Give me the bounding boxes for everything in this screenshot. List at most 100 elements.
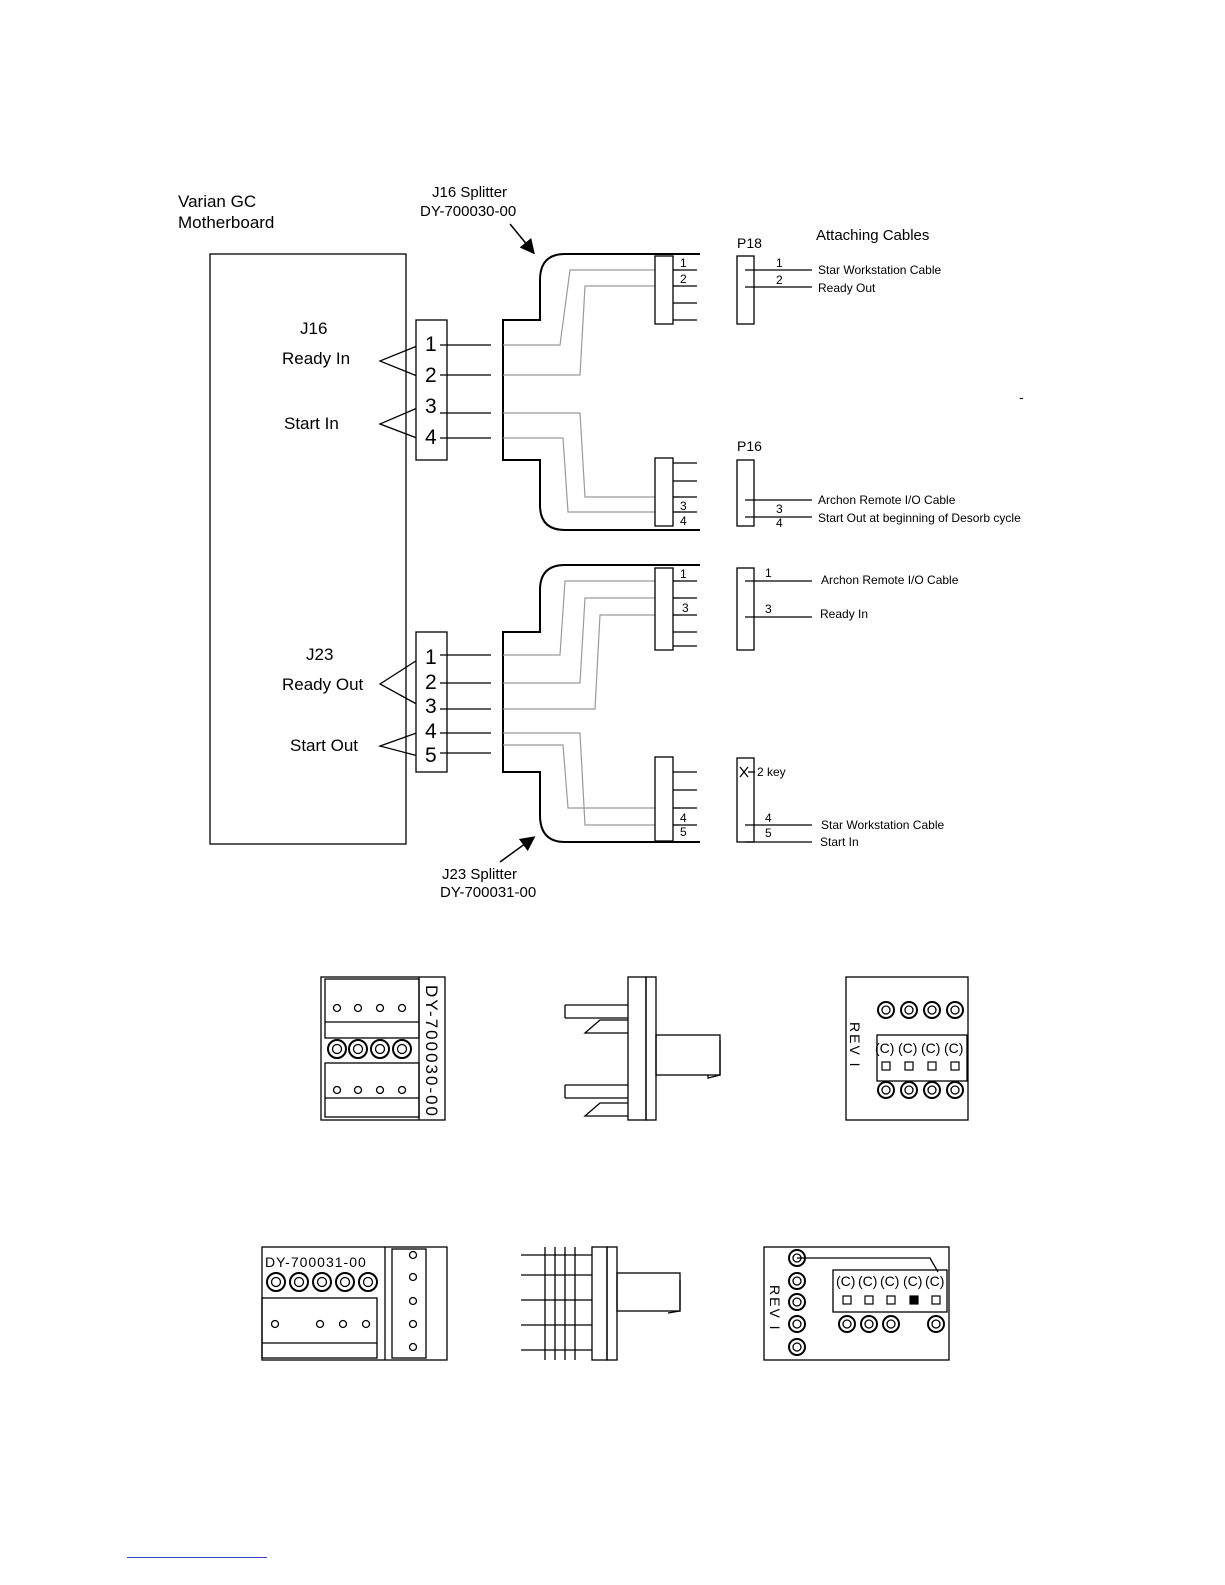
pad-hole bbox=[362, 1276, 374, 1288]
motherboard bbox=[209, 253, 407, 845]
pin-hole bbox=[397, 1003, 407, 1013]
square-pad bbox=[842, 1295, 852, 1305]
stray-dash: - bbox=[1019, 389, 1024, 405]
j16-label: J16 bbox=[300, 319, 327, 338]
splitter-pin-label: 1 bbox=[680, 256, 687, 270]
start-in-pointer bbox=[378, 405, 423, 441]
j23-splitter-body bbox=[502, 564, 700, 843]
pad-ring bbox=[900, 1081, 918, 1099]
c-mark: (C) bbox=[903, 1273, 922, 1289]
splitter-pin-label: 3 bbox=[680, 499, 687, 513]
cable-pin-label: 3 bbox=[765, 602, 772, 616]
pad-hole bbox=[352, 1043, 364, 1055]
p18-connector bbox=[736, 255, 755, 325]
c-mark: (C) bbox=[925, 1273, 944, 1289]
pad-hole bbox=[886, 1319, 896, 1329]
j16-board-top-view bbox=[320, 976, 446, 1121]
p16-label: P16 bbox=[737, 438, 762, 454]
pad-ring bbox=[788, 1249, 806, 1267]
pad-hole bbox=[792, 1342, 802, 1352]
pin-hole bbox=[270, 1319, 280, 1329]
square-pad bbox=[909, 1295, 919, 1305]
pad-ring bbox=[358, 1272, 378, 1292]
j16-splitter-label-line2: DY-700030-00 bbox=[420, 203, 516, 220]
footer-link-underline bbox=[127, 1557, 267, 1559]
pad-hole bbox=[331, 1043, 343, 1055]
j16-pin: 1 bbox=[425, 333, 437, 356]
pad-ring bbox=[882, 1315, 900, 1333]
cable-pin-label: 3 bbox=[776, 502, 783, 516]
pad-ring bbox=[266, 1272, 286, 1292]
pad-ring bbox=[289, 1272, 309, 1292]
j16-splitter-label-line1: J16 Splitter bbox=[432, 184, 507, 201]
pad-ring bbox=[860, 1315, 878, 1333]
cable-pin-label: 5 bbox=[765, 826, 772, 840]
p16-cable-name: Archon Remote I/O Cable bbox=[818, 493, 956, 507]
j16-board-bottom-holes: (C)(C)(C)(C) bbox=[875, 1001, 964, 1099]
j23-splitter-arrow bbox=[499, 836, 536, 863]
pad-hole bbox=[950, 1085, 960, 1095]
j16-board-bottom-view bbox=[845, 976, 969, 1121]
splitter-pin-label: 4 bbox=[680, 811, 687, 825]
pad-hole bbox=[950, 1005, 960, 1015]
pad-ring bbox=[877, 1001, 895, 1019]
pad-hole bbox=[792, 1253, 802, 1263]
pin-hole bbox=[375, 1003, 385, 1013]
j23-wire bbox=[503, 614, 680, 710]
ready-in-pointer bbox=[378, 343, 423, 379]
c-mark: (C) bbox=[921, 1040, 940, 1056]
j16-pin: 2 bbox=[425, 364, 437, 387]
pad-ring bbox=[788, 1272, 806, 1290]
j23-splitter-header-top bbox=[654, 567, 674, 651]
pad-ring bbox=[838, 1315, 856, 1333]
pin-hole bbox=[353, 1003, 363, 1013]
pad-hole bbox=[904, 1005, 914, 1015]
start-in-label: Start In bbox=[284, 414, 339, 433]
pad-hole bbox=[792, 1297, 802, 1307]
j23a-cable-name: Archon Remote I/O Cable bbox=[821, 573, 959, 587]
j23-splitter-label-line2: DY-700031-00 bbox=[440, 884, 536, 901]
c-mark: (C) bbox=[944, 1040, 963, 1056]
j16-pin: 3 bbox=[425, 395, 437, 418]
j23-board-top-view bbox=[261, 1246, 448, 1361]
start-out-pointer bbox=[377, 730, 423, 758]
pin-hole bbox=[332, 1085, 342, 1095]
j16-wire bbox=[503, 412, 680, 498]
pad-ring bbox=[923, 1001, 941, 1019]
cable-pin-label: 1 bbox=[776, 256, 783, 270]
pin-hole bbox=[408, 1296, 418, 1306]
c-mark: (C) bbox=[880, 1273, 899, 1289]
pad-ring bbox=[392, 1039, 412, 1059]
j16-board-part-number: DY-700030-00 bbox=[422, 985, 441, 1118]
square-pad bbox=[950, 1061, 960, 1071]
j23-board-side-view bbox=[521, 1246, 681, 1361]
j16-splitter-header-bottom bbox=[654, 457, 674, 527]
pad-hole bbox=[904, 1085, 914, 1095]
pad-hole bbox=[881, 1005, 891, 1015]
j23-board-part-number: DY-700031-00 bbox=[265, 1254, 367, 1270]
j23-board-bottom-holes: (C)(C)(C)(C)(C) bbox=[788, 1249, 945, 1356]
pad-hole bbox=[374, 1043, 386, 1055]
pad-hole bbox=[931, 1319, 941, 1329]
j23-wire bbox=[503, 732, 680, 826]
j16-wire bbox=[503, 269, 680, 346]
pad-hole bbox=[881, 1085, 891, 1095]
pin-hole bbox=[338, 1319, 348, 1329]
pad-hole bbox=[927, 1005, 937, 1015]
cable-pin-label: 4 bbox=[765, 811, 772, 825]
c-mark: (C) bbox=[858, 1273, 877, 1289]
pad-hole bbox=[293, 1276, 305, 1288]
p16-connector bbox=[736, 459, 755, 527]
key-mark bbox=[739, 766, 749, 778]
c-mark: (C) bbox=[836, 1273, 855, 1289]
j23-pin: 5 bbox=[425, 744, 437, 767]
pad-hole bbox=[842, 1319, 852, 1329]
pin-hole bbox=[397, 1085, 407, 1095]
j23-wire bbox=[503, 597, 680, 684]
j16-splitter-arrow bbox=[509, 223, 535, 255]
ready-out-label: Ready Out bbox=[282, 675, 364, 694]
j16-board-rev: REV I bbox=[847, 1022, 863, 1069]
pin-hole bbox=[408, 1250, 418, 1260]
start-out-label: Start Out bbox=[290, 736, 358, 755]
j16-connector bbox=[415, 319, 448, 461]
